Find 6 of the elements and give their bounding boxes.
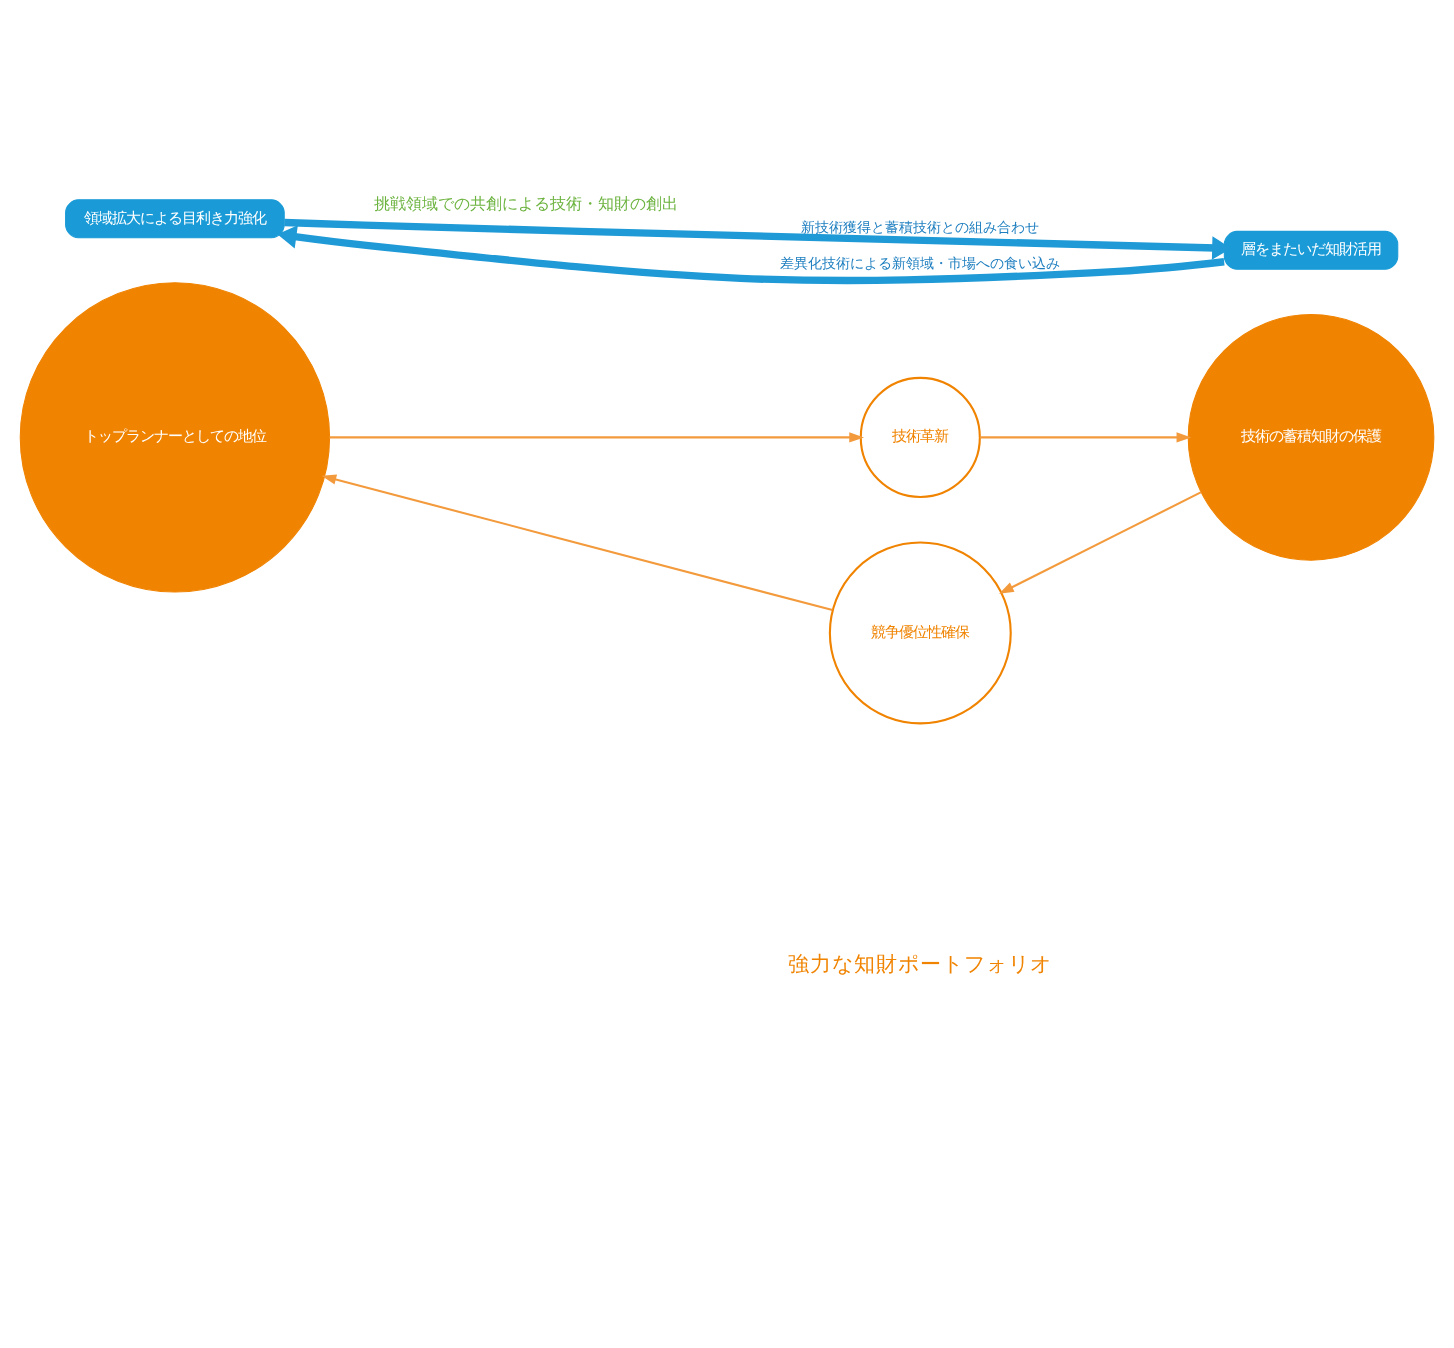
arrow	[277, 224, 1225, 284]
arrow	[979, 431, 1192, 442]
node-text: 強力な知財ポートフォリオ	[788, 952, 1053, 977]
arrow	[329, 431, 864, 442]
arrow	[999, 490, 1202, 593]
arrow	[321, 473, 833, 611]
